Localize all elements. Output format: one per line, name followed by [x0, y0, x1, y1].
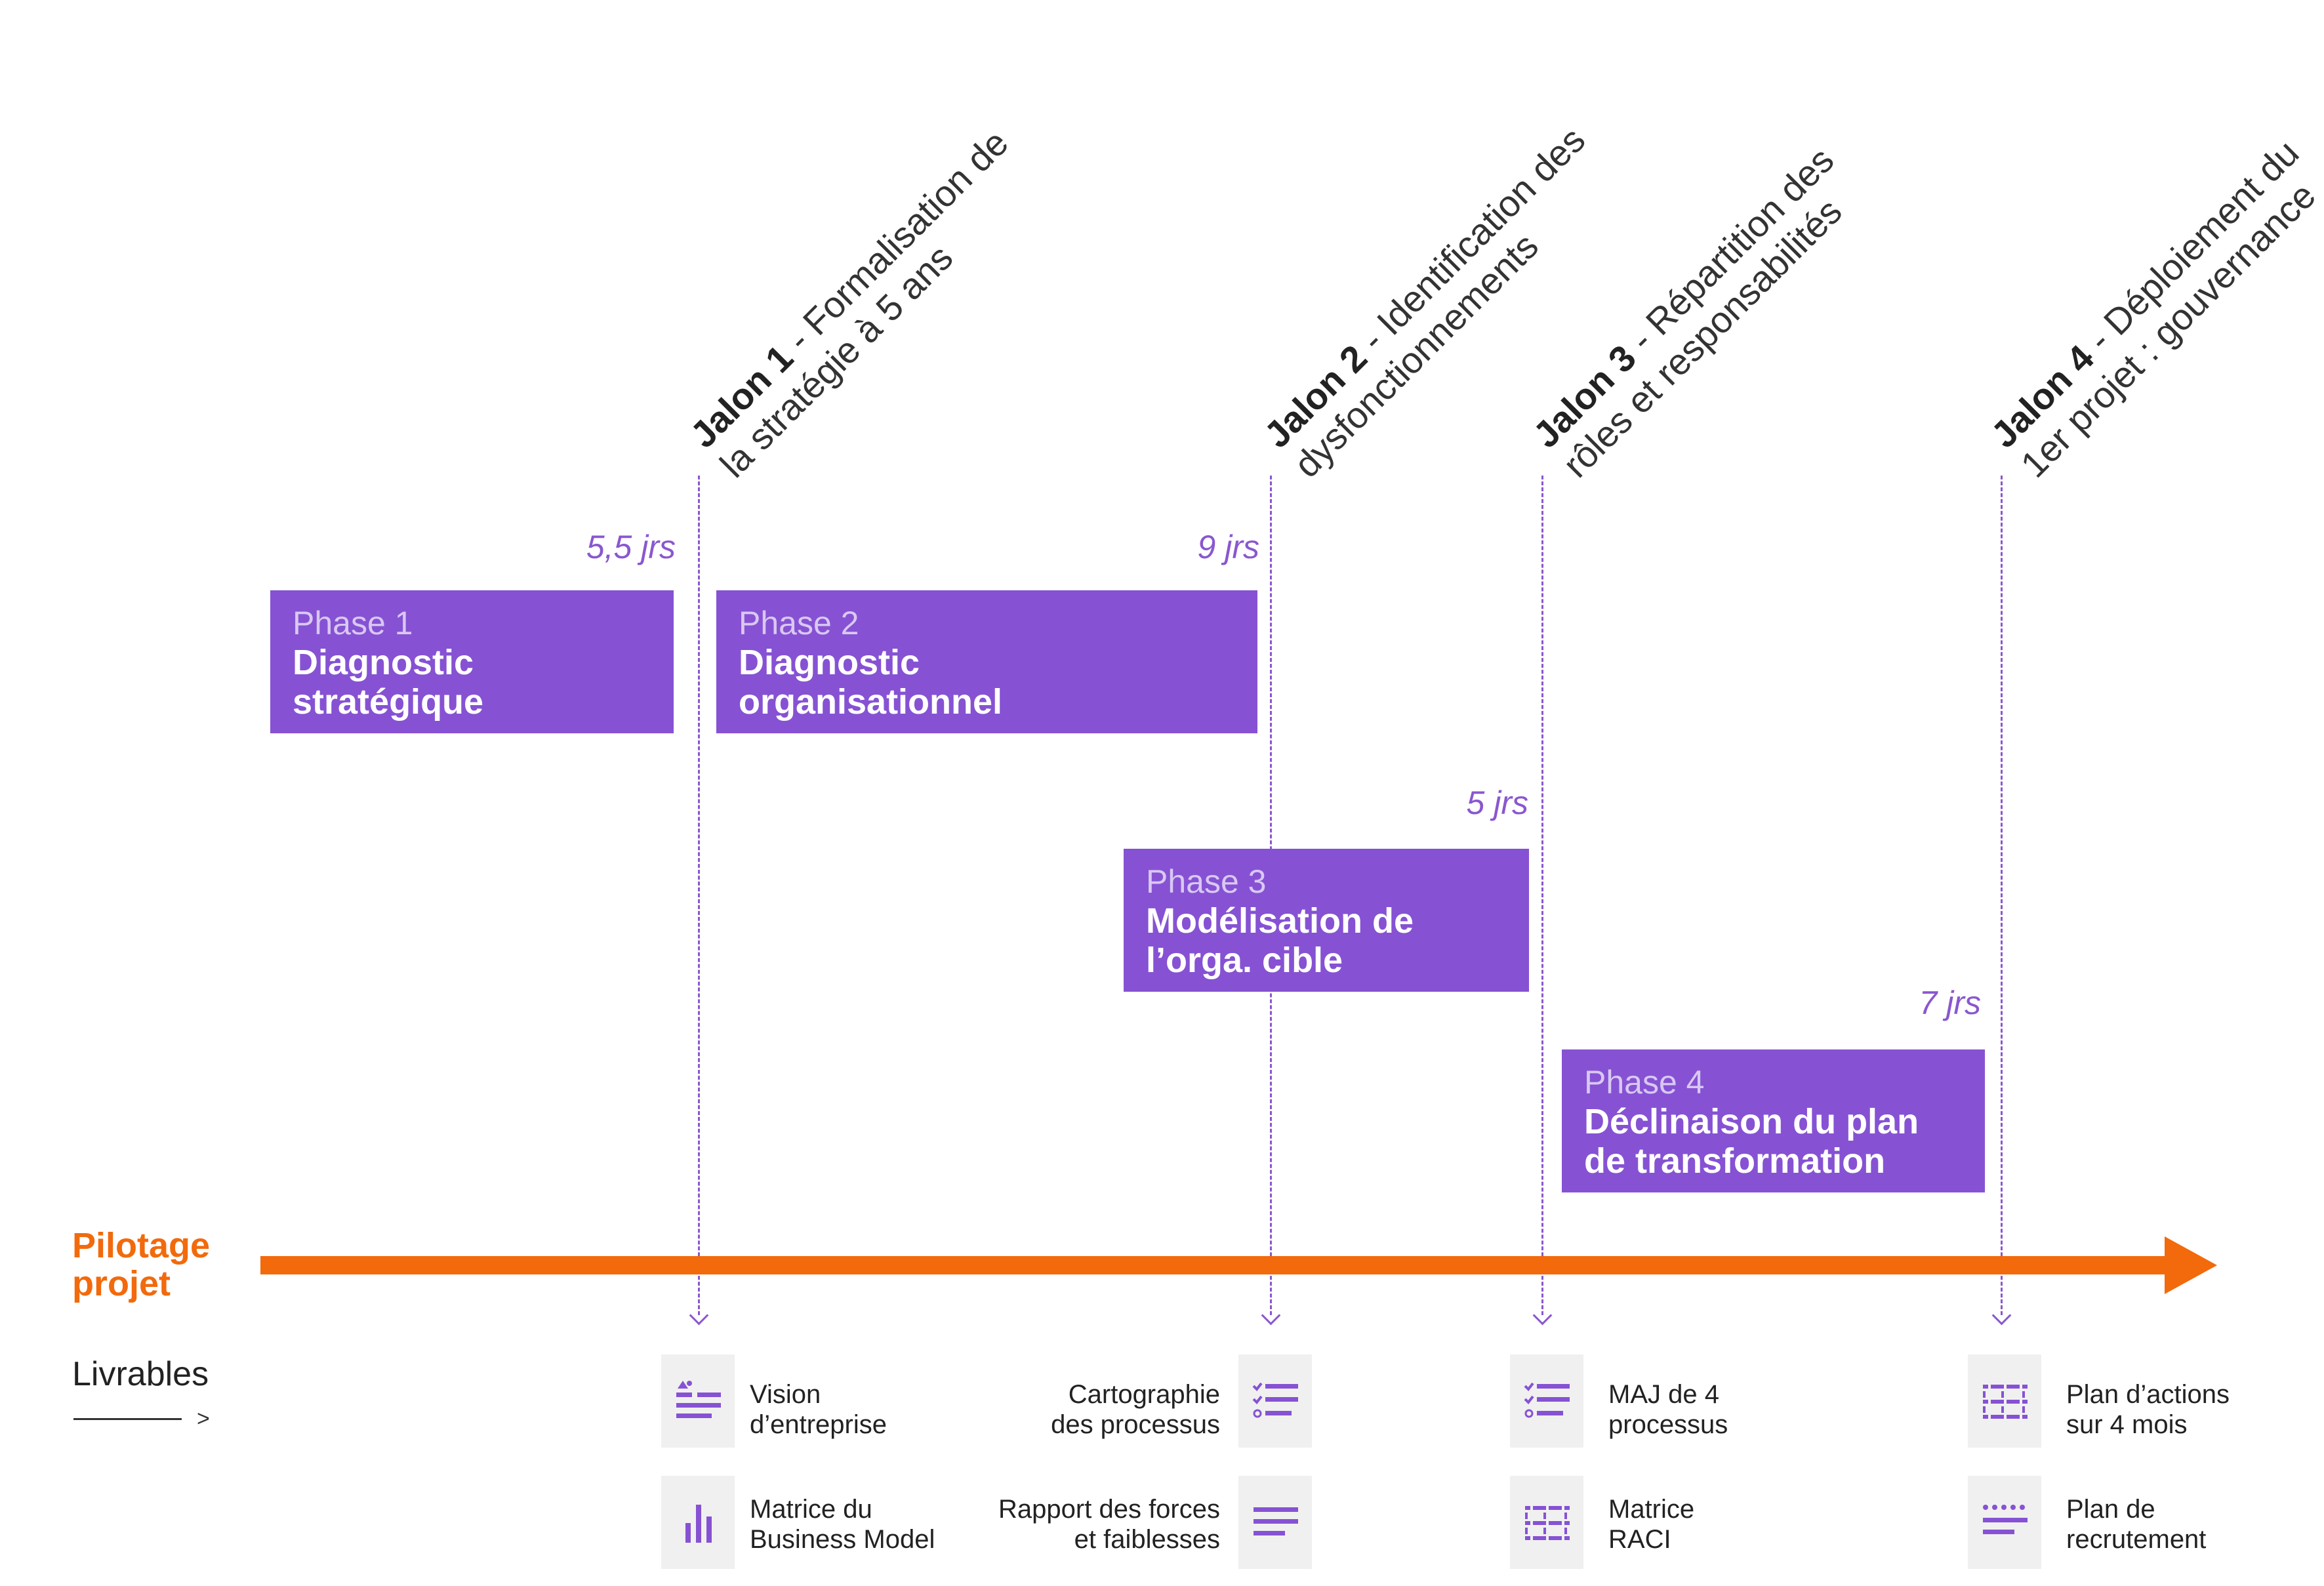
deliverable-7-tile [1968, 1354, 2041, 1448]
jalon-4-title: Jalon 4 - Déploiement du 1er projet : go… [1983, 131, 2324, 485]
phase-3-box: Phase 3 Modélisation de l’orga. cible [1124, 849, 1529, 992]
grid-table-icon [1983, 1385, 2028, 1419]
phase-2-duration: 9 jrs [1197, 529, 1259, 565]
jalon-1-title: Jalon 1 - Formalisation de la stratégie … [682, 121, 1016, 485]
phase-2-name-line2: organisationnel [739, 682, 1003, 722]
deliverable-1-tile [661, 1354, 735, 1448]
pilotage-arrow-bar [260, 1256, 2169, 1274]
phase-2-box: Phase 2 Diagnostic organisationnel [716, 590, 1257, 733]
deliverable-1-label: Vision d’entreprise [750, 1380, 887, 1439]
jalon-4-chevron-icon [1991, 1305, 2012, 1326]
phase-1-name-line2: stratégique [293, 682, 484, 722]
deliverable-5-tile [1510, 1354, 1583, 1448]
deliverable-2-label: Matrice du Business Model [750, 1495, 935, 1554]
vision-list-icon [676, 1381, 721, 1418]
jalon-4-line [2001, 476, 2003, 1315]
phase-2-number: Phase 2 [739, 605, 859, 641]
pilotage-arrow-head-icon [2165, 1236, 2217, 1294]
deliverable-7-label: Plan d’actions sur 4 mois [2066, 1380, 2230, 1439]
jalon-1-line [698, 476, 700, 1315]
phase-4-name-line1: Déclinaison du plan [1584, 1102, 1919, 1141]
phase-4-number: Phase 4 [1584, 1064, 1705, 1101]
phase-1-box: Phase 1 Diagnostic stratégique [270, 590, 674, 733]
stars-lines-icon [1983, 1505, 2028, 1534]
phase-1-name-line1: Diagnostic [293, 643, 474, 682]
phase-3-name-line2: l’orga. cible [1146, 941, 1343, 980]
livrables-chevron: > [197, 1406, 210, 1431]
deliverable-8-label: Plan de recrutement [2066, 1495, 2207, 1554]
phase-3-number: Phase 3 [1146, 863, 1267, 900]
bar-chart-icon [685, 1505, 712, 1543]
livrables-label: Livrables [72, 1355, 209, 1393]
phase-2-name-line1: Diagnostic [739, 643, 920, 682]
deliverable-2-tile [661, 1476, 735, 1569]
livrables-underline [73, 1418, 182, 1420]
phase-4-box: Phase 4 Déclinaison du plan de transform… [1562, 1049, 1985, 1192]
text-lines-icon [1254, 1507, 1298, 1535]
jalon-1-chevron-icon [689, 1305, 709, 1326]
deliverable-4-tile [1238, 1476, 1312, 1569]
deliverable-3-label: Cartographie des processus [1051, 1380, 1220, 1439]
deliverable-6-tile [1510, 1476, 1583, 1569]
phase-3-name-line1: Modélisation de [1146, 901, 1414, 941]
checklist-icon [1524, 1382, 1570, 1418]
grid-table-icon [1525, 1506, 1570, 1540]
deliverable-4-label: Rapport des forces et faiblesses [998, 1495, 1220, 1554]
deliverable-5-label: MAJ de 4 processus [1608, 1380, 1728, 1439]
jalon-2-chevron-icon [1261, 1305, 1281, 1326]
checklist-icon [1252, 1382, 1298, 1418]
phase-3-duration: 5 jrs [1466, 784, 1528, 821]
jalon-3-line [1541, 476, 1543, 1315]
phase-1-number: Phase 1 [293, 605, 413, 641]
deliverable-6-label: Matrice RACI [1608, 1495, 1695, 1554]
phase-4-duration: 7 jrs [1919, 985, 1981, 1021]
phase-1-duration: 5,5 jrs [586, 529, 676, 565]
pilotage-label: Pilotage projet [72, 1226, 211, 1303]
jalon-3-chevron-icon [1532, 1305, 1553, 1326]
deliverable-8-tile [1968, 1476, 2041, 1569]
deliverable-3-tile [1238, 1354, 1312, 1448]
phase-4-name-line2: de transformation [1584, 1141, 1886, 1181]
